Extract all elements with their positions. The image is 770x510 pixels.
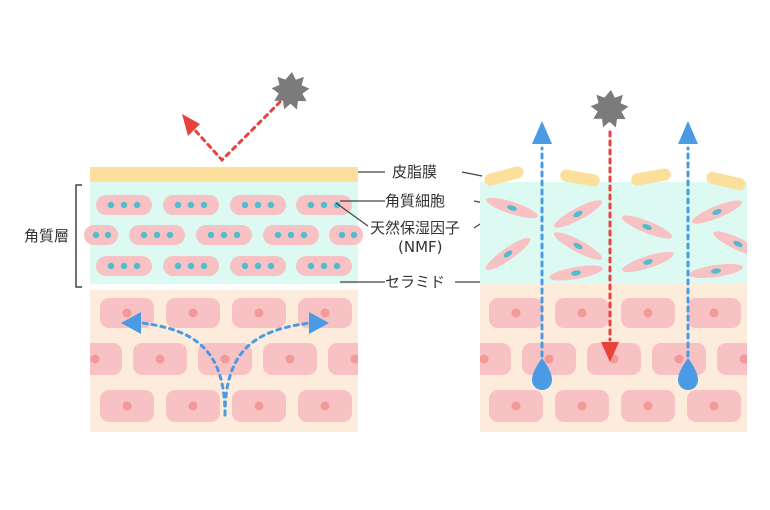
water-drop-icon [678,358,698,390]
leader-line-sebum-right [461,171,483,177]
blue-arrowhead-icon [121,312,141,334]
label-sebum-film: 皮脂膜 [392,163,438,181]
sebum-fragment [560,169,600,187]
corneocyte [689,263,743,279]
stratum-bracket [75,184,82,288]
corneocyte-row [96,195,352,215]
sebum-fragment [706,171,746,191]
irritant-icon [590,90,629,128]
blue-arrowhead-icon [678,121,698,144]
stratum-corneum-right [480,182,747,283]
moisture-path-left-dotted [140,321,227,417]
irritant-path-dotted [191,100,282,163]
label-stratum-corneum: 角質層 [24,227,70,245]
corneocyte [485,237,531,271]
corneocyte-row [84,225,363,245]
label-corneocyte: 角質細胞 [385,192,446,210]
corneocytes-left [84,195,363,276]
corneocyte [691,200,743,224]
corneocyte [553,232,603,260]
red-arrowhead-icon [182,114,200,136]
skin-cell-row [480,343,747,375]
healthy-skin-panel [75,72,363,432]
irritant-icon [271,72,310,110]
corneocyte [713,231,747,257]
sebum-fragment [484,166,524,186]
corneocyte-row [96,256,352,276]
skin-cell-row [100,390,352,422]
corneocyte [549,265,603,281]
skin-cell-row [90,343,358,375]
label-nmf: 天然保湿因子 [370,219,461,237]
damaged-corneocytes [485,197,747,281]
blue-arrowhead-icon [532,121,552,144]
skin-cells-right [480,298,747,422]
skin-cell-row [489,298,741,328]
blue-arrowhead-icon [309,312,329,334]
sebum-fragment [631,168,671,186]
label-nmf-abbrev: (NMF) [398,238,443,256]
red-arrowhead-icon [601,342,619,362]
sebum-fragments-right [484,166,746,191]
sebum-film-left [90,167,358,182]
skin-cells-left [90,298,358,422]
skin-cell-row [489,390,741,422]
label-ceramide: セラミド [385,273,446,291]
leader-line-nmf [335,202,369,227]
corneocyte [486,197,538,219]
corneocyte [621,215,673,239]
corneocyte [553,200,603,228]
damaged-skin-panel [480,90,747,432]
water-drop-icon [532,358,552,390]
corneocyte [622,251,674,273]
moisture-path-right-dotted [223,321,312,417]
